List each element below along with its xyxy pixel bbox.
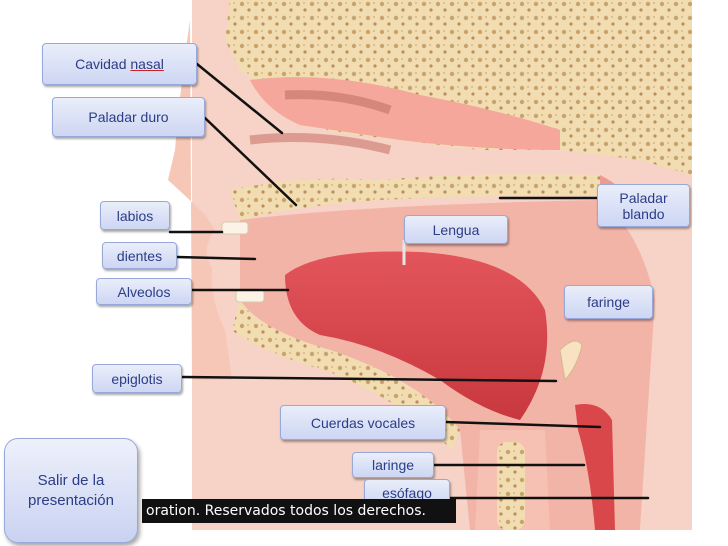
leader-line-epiglotis xyxy=(180,375,558,383)
label-dientes: dientes xyxy=(102,242,177,269)
epiglottis-shape xyxy=(559,340,583,382)
label-paladar-duro: Paladar duro xyxy=(52,97,205,137)
label-lengua: Lengua xyxy=(404,215,508,244)
nasal-turbinate-lower xyxy=(249,133,392,155)
vertebra-bone xyxy=(497,442,525,530)
label-cuerdas-vocales: Cuerdas vocales xyxy=(280,405,446,440)
exit-button-line1: Salir de la xyxy=(37,471,105,489)
tongue-shape xyxy=(285,251,548,420)
exit-presentation-button[interactable]: Salir de la presentación xyxy=(4,438,138,543)
label-cavidad-nasal-word1: Cavidad xyxy=(75,56,127,72)
leader-line-cavidad-nasal xyxy=(195,62,284,135)
label-alveolos: Alveolos xyxy=(96,278,192,305)
posterior-tissue xyxy=(640,175,692,530)
label-cavidad-nasal: Cavidad nasal xyxy=(42,43,197,85)
leader-line-cuerdas-vocales xyxy=(444,420,602,429)
leader-line-dientes xyxy=(175,255,257,261)
upper-teeth xyxy=(221,221,249,235)
label-labios: labios xyxy=(100,201,170,230)
label-laringe: laringe xyxy=(352,452,434,478)
exit-button-line2: presentación xyxy=(28,491,114,509)
copyright-caption: oration. Reservados todos los derechos. xyxy=(142,499,456,523)
hard-palate-bone xyxy=(230,174,600,220)
label-paladar-blando: Paladar blando xyxy=(597,184,690,227)
label-epiglotis: epiglotis xyxy=(92,364,182,393)
lower-teeth xyxy=(235,289,265,303)
label-faringe: faringe xyxy=(564,285,653,319)
leader-line-paladar-duro xyxy=(203,116,298,207)
label-cavidad-nasal-word2: nasal xyxy=(130,56,164,72)
nasal-turbinate-upper xyxy=(284,90,392,115)
jaw-bone xyxy=(232,300,460,450)
